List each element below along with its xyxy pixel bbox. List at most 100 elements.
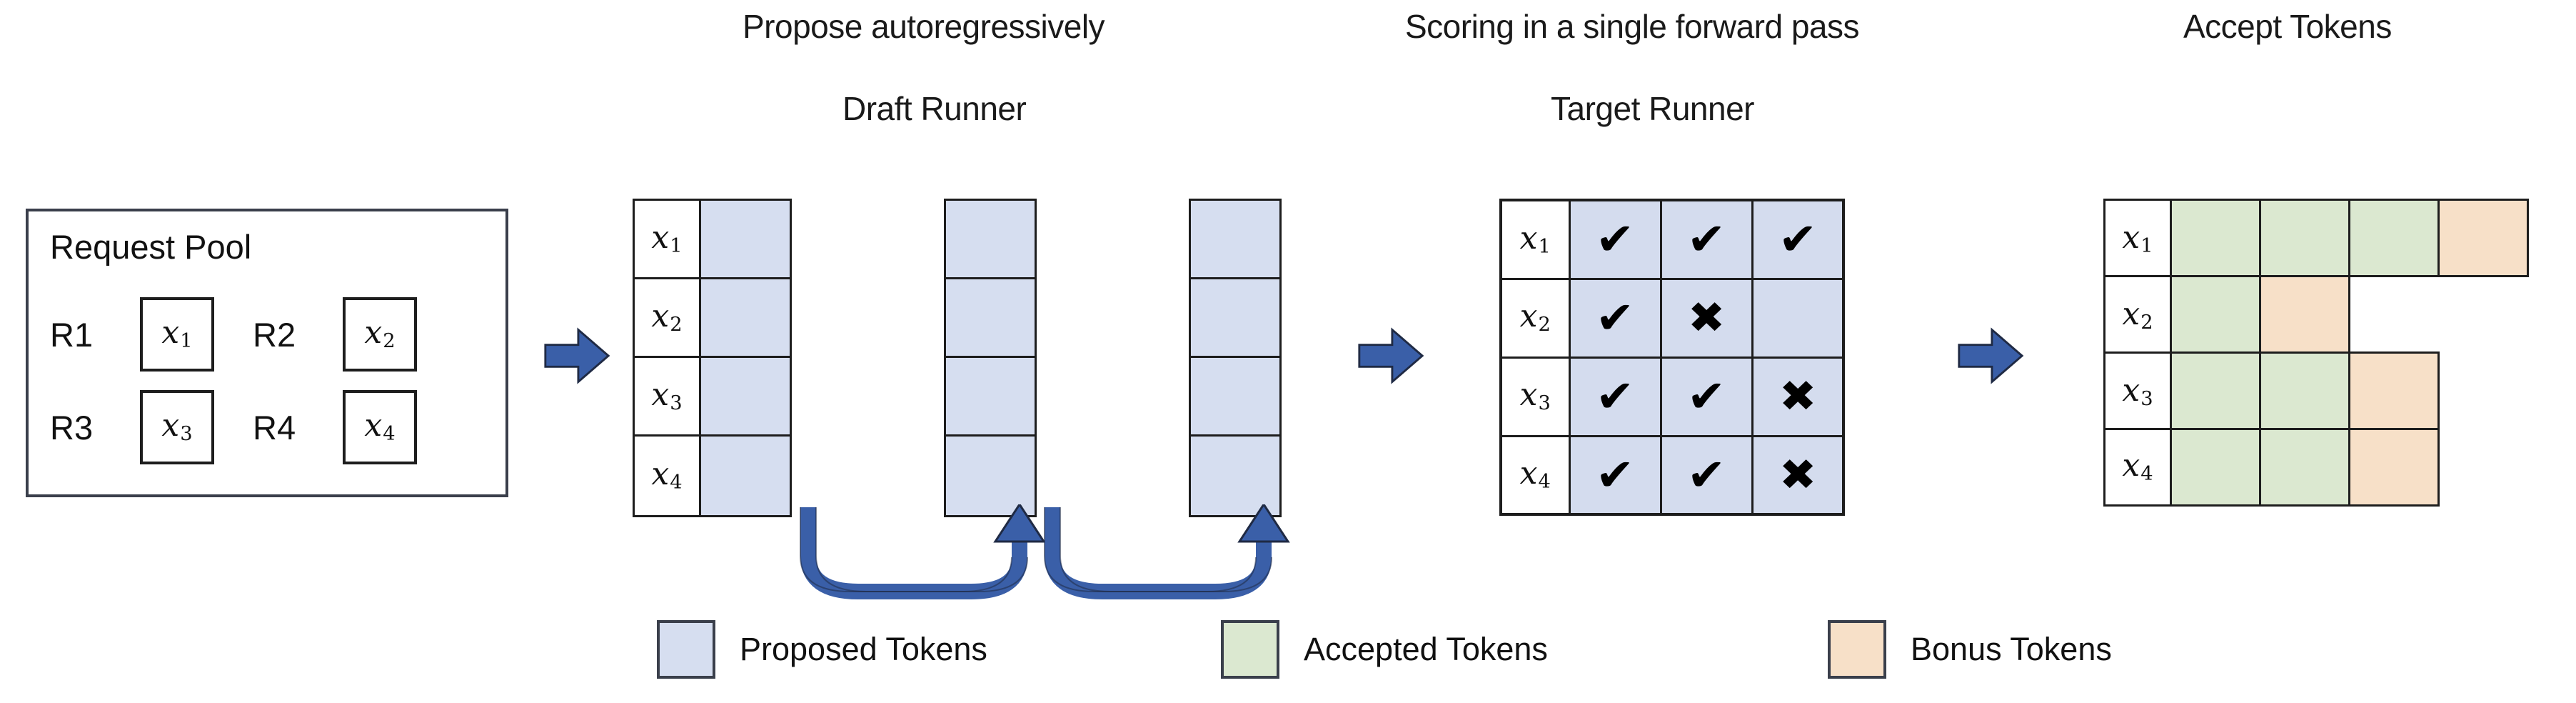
accept-tokens-grid: x1 x2 x3 x4 <box>2103 199 2529 507</box>
request-token-r3: x3 <box>161 407 193 446</box>
check-icon: ✔ <box>1778 213 1818 266</box>
check-icon: ✔ <box>1686 448 1726 501</box>
target-runner-row: x2 ✔ ✖ <box>1499 277 1845 359</box>
request-token-box-r4: x4 <box>343 390 417 464</box>
legend-swatch-bonus <box>1828 620 1886 679</box>
target-cell-cross: ✖ <box>1751 434 1845 516</box>
request-token-r4: x4 <box>364 407 396 446</box>
request-entry-r1: R1 x1 <box>50 297 214 372</box>
row-label-x3: x3 <box>635 358 699 437</box>
target-cell-check: ✔ <box>1568 277 1662 359</box>
request-label-r1: R1 <box>50 315 94 354</box>
row-label-x1: x1 <box>635 201 699 279</box>
target-cell-cross: ✖ <box>1751 356 1845 437</box>
check-icon: ✔ <box>1595 213 1635 266</box>
target-cell-blank <box>1751 277 1845 359</box>
request-token-box-r1: x1 <box>140 297 214 372</box>
target-cell-check: ✔ <box>1659 199 1754 280</box>
request-pool-row: R1 x1 R2 x2 <box>50 297 417 372</box>
accept-row-x3: x3 <box>2103 352 2529 430</box>
flow-arrow-pool-to-draft <box>544 327 610 384</box>
target-runner-row: x1 ✔ ✔ ✔ <box>1499 199 1845 280</box>
accept-cell-accepted <box>2259 352 2350 430</box>
target-runner-row: x3 ✔ ✔ ✖ <box>1499 356 1845 437</box>
accept-row-x2: x2 <box>2103 275 2529 354</box>
request-label-r4: R4 <box>253 408 296 447</box>
accept-cell-accepted <box>2170 275 2261 354</box>
request-pool-panel: Request Pool R1 x1 R2 x2 <box>26 209 508 497</box>
row-label-x4: x4 <box>635 437 699 515</box>
row-label-x1: x1 <box>1499 199 1571 280</box>
draft-cell <box>1191 201 1279 279</box>
target-runner-row: x4 ✔ ✔ ✖ <box>1499 434 1845 516</box>
target-cell-check: ✔ <box>1568 434 1662 516</box>
check-icon: ✔ <box>1595 448 1635 501</box>
cross-icon: ✖ <box>1778 449 1817 500</box>
draft-runner-label-column: x1 x2 x3 x4 <box>633 199 701 517</box>
draft-cell <box>701 201 790 279</box>
request-token-box-r2: x2 <box>343 297 417 372</box>
target-cell-cross: ✖ <box>1659 277 1754 359</box>
row-label-x4: x4 <box>1499 434 1571 516</box>
draft-cell <box>701 279 790 358</box>
legend-label-bonus: Bonus Tokens <box>1911 631 2112 667</box>
accept-cell-accepted <box>2170 428 2261 507</box>
draft-loopback-arrow-1 <box>800 504 1046 599</box>
request-pool-title: Request Pool <box>50 228 252 266</box>
request-label-r3: R3 <box>50 408 94 447</box>
draft-step-2-column <box>944 199 1037 517</box>
request-token-r2: x2 <box>364 314 396 353</box>
draft-cell <box>946 437 1035 515</box>
check-icon: ✔ <box>1686 370 1726 422</box>
request-entry-r2: R2 x2 <box>253 297 417 372</box>
legend-label-accepted: Accepted Tokens <box>1304 631 1548 667</box>
heading-draft-runner: Draft Runner <box>842 90 1027 127</box>
target-cell-check: ✔ <box>1568 356 1662 437</box>
row-label-x3: x3 <box>1499 356 1571 437</box>
legend-swatch-proposed <box>657 620 715 679</box>
draft-cell <box>946 201 1035 279</box>
target-cell-check: ✔ <box>1751 199 1845 280</box>
draft-cell <box>701 358 790 437</box>
draft-cell <box>946 358 1035 437</box>
accept-cell-bonus <box>2348 428 2440 507</box>
draft-loopback-arrow-2 <box>1044 504 1290 599</box>
check-icon: ✔ <box>1595 370 1635 422</box>
accept-cell-accepted <box>2259 428 2350 507</box>
check-icon: ✔ <box>1595 291 1635 344</box>
target-runner-grid: x1 ✔ ✔ ✔ x2 ✔ ✖ <box>1499 199 1845 516</box>
accept-cell-bonus <box>2259 275 2350 354</box>
row-label-x2: x2 <box>2103 275 2172 354</box>
heading-propose-autoregressively: Propose autoregressively <box>743 8 1105 45</box>
request-pool-row: R3 x3 R4 x4 <box>50 390 417 464</box>
accept-cell-accepted <box>2170 199 2261 277</box>
legend: Proposed Tokens Accepted Tokens Bonus To… <box>0 613 2576 692</box>
legend-swatch-accepted <box>1221 620 1279 679</box>
legend-item-accepted: Accepted Tokens <box>1221 620 1548 679</box>
target-cell-check: ✔ <box>1568 199 1662 280</box>
request-token-box-r3: x3 <box>140 390 214 464</box>
legend-item-proposed: Proposed Tokens <box>657 620 987 679</box>
accept-row-x1: x1 <box>2103 199 2529 277</box>
row-label-x3: x3 <box>2103 352 2172 430</box>
draft-step-3-column <box>1189 199 1282 517</box>
request-label-r2: R2 <box>253 315 296 354</box>
flow-arrow-target-to-accept <box>1958 327 2024 384</box>
draft-cell <box>1191 437 1279 515</box>
flow-arrow-draft-to-target <box>1358 327 1424 384</box>
target-cell-check: ✔ <box>1659 356 1754 437</box>
cross-icon: ✖ <box>1778 372 1817 422</box>
accept-row-x4: x4 <box>2103 428 2529 507</box>
check-icon: ✔ <box>1686 213 1726 266</box>
accept-cell-accepted <box>2170 352 2261 430</box>
draft-cell <box>1191 279 1279 358</box>
heading-target-runner: Target Runner <box>1551 90 1755 127</box>
row-label-x2: x2 <box>1499 277 1571 359</box>
accept-cell-accepted <box>2348 199 2440 277</box>
request-token-r1: x1 <box>161 314 193 353</box>
row-label-x4: x4 <box>2103 428 2172 507</box>
cross-icon: ✖ <box>1687 293 1726 343</box>
heading-scoring-single-forward-pass: Scoring in a single forward pass <box>1405 8 1860 45</box>
heading-accept-tokens: Accept Tokens <box>2183 8 2392 45</box>
